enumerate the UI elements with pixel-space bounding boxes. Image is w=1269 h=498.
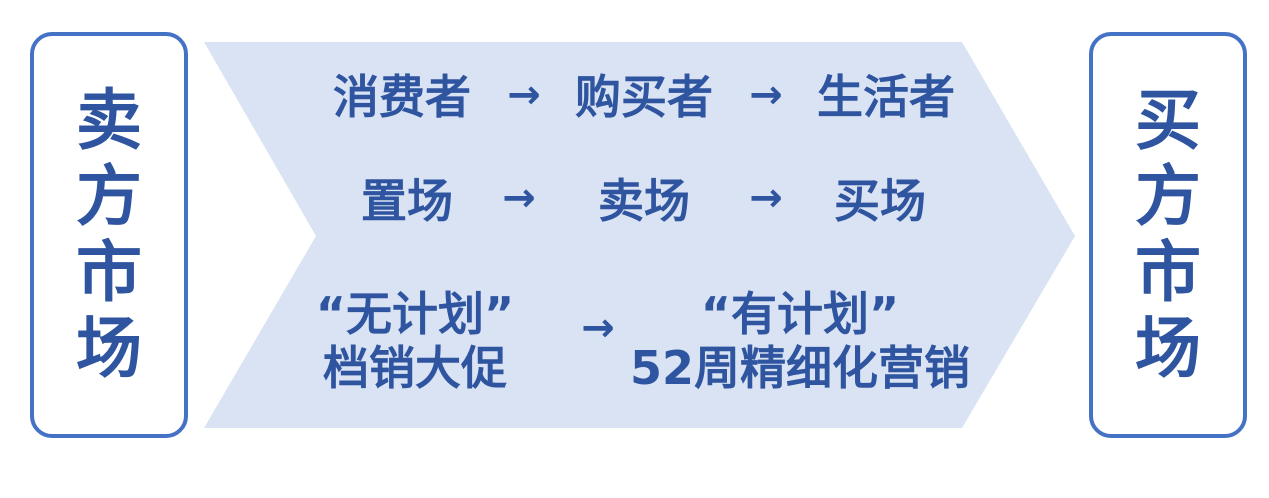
- row1-item-consumer: 消费者: [333, 70, 471, 124]
- seller-market-char: 场: [76, 310, 142, 387]
- buyer-market-char: 方: [1135, 158, 1201, 235]
- row2-arrow-1: →: [502, 175, 536, 221]
- planned-title: “有计划”: [700, 287, 900, 341]
- buyer-market-char: 买: [1135, 82, 1201, 159]
- seller-market-box: 卖 方 市 场: [30, 32, 188, 438]
- row3-arrow: →: [581, 305, 615, 351]
- unplanned-desc: 档销大促: [323, 341, 507, 395]
- row2-item-buying-floor: 买场: [834, 174, 926, 228]
- buyer-market-char: 市: [1135, 234, 1201, 311]
- row1-arrow-2: →: [749, 72, 783, 118]
- row2-item-placement: 置场: [361, 174, 453, 228]
- planned-desc: 52周精细化营销: [629, 341, 971, 395]
- row1-item-purchaser: 购买者: [575, 70, 713, 124]
- seller-market-char: 方: [76, 158, 142, 235]
- buyer-market-box: 买 方 市 场: [1089, 32, 1247, 438]
- row3-item-unplanned: “无计划” 档销大促: [316, 287, 514, 395]
- row1-item-liver: 生活者: [817, 70, 955, 124]
- seller-market-label: 卖 方 市 场: [34, 83, 184, 387]
- seller-market-char: 卖: [76, 82, 142, 159]
- unplanned-title: “无计划”: [315, 287, 515, 341]
- chevron-body: [204, 42, 1075, 428]
- buyer-market-label: 买 方 市 场: [1093, 83, 1243, 387]
- seller-market-char: 市: [76, 234, 142, 311]
- row2-item-selling-floor: 卖场: [598, 174, 690, 228]
- row2-arrow-2: →: [749, 175, 783, 221]
- row1-arrow-1: →: [507, 72, 541, 118]
- buyer-market-char: 场: [1135, 310, 1201, 387]
- row3-item-planned: “有计划” 52周精细化营销: [630, 287, 970, 395]
